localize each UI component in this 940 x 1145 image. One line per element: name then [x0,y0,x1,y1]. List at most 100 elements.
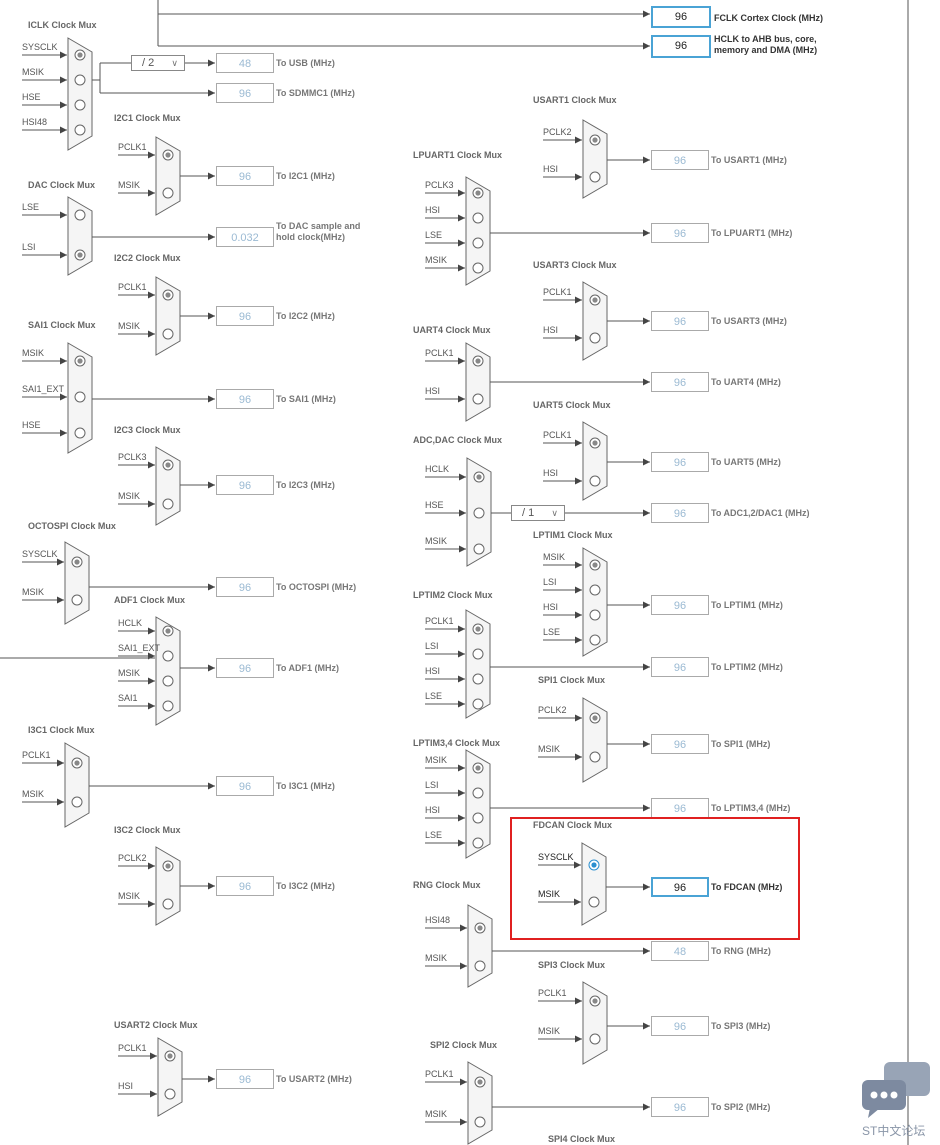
mux-spi1-value-0[interactable]: 96 [651,734,709,754]
mux-usart1-value-0[interactable]: 96 [651,150,709,170]
mux-iclk-value-0[interactable]: 48 [216,53,274,73]
mux-i2c1-radio-msik[interactable] [162,187,174,199]
mux-i2c3-value-0[interactable]: 96 [216,475,274,495]
mux-iclk-radio-msik[interactable] [74,74,86,86]
mux-dac-value-0[interactable]: 0.032 [216,227,274,247]
mux-usart3-value-0[interactable]: 96 [651,311,709,331]
mux-usart2-radio-hsi[interactable] [164,1088,176,1100]
mux-lptim1-radio-lse[interactable] [589,634,601,646]
arrow-head [60,51,67,59]
mux-iclk-title: ICLK Clock Mux [28,20,97,30]
mux-spi3-value-0[interactable]: 96 [651,1016,709,1036]
mux-adf1-radio-sai1[interactable] [162,700,174,712]
mux-adc-dac-radio-msik[interactable] [473,543,485,555]
mux-i3c1-value-0[interactable]: 96 [216,776,274,796]
mux-lptim1-value-0[interactable]: 96 [651,595,709,615]
mux-i2c1-value-0[interactable]: 96 [216,166,274,186]
mux-lptim2-body [465,609,491,719]
mux-i2c3-radio-msik[interactable] [162,498,174,510]
mux-lptim2-radio-lse[interactable] [472,698,484,710]
mux-uart4-body [465,342,491,422]
mux-fdcan-value-0[interactable]: 96 [651,877,709,897]
top-output-value-0[interactable]: 96 [651,6,711,28]
mux-i3c2-input-pclk2: PCLK2 [118,853,147,863]
mux-lptim2-radio-hsi[interactable] [472,673,484,685]
mux-lpuart1-input-pclk3: PCLK3 [425,180,454,190]
mux-uart5-radio-hsi[interactable] [589,475,601,487]
mux-lptim3-4-value-0[interactable]: 96 [651,798,709,818]
mux-sai1-value-0[interactable]: 96 [216,389,274,409]
arrow-head [208,172,215,180]
mux-usart3-radio-hsi[interactable] [589,332,601,344]
mux-sai1-title: SAI1 Clock Mux [28,320,96,330]
mux-sai1-radio-sai1-ext[interactable] [74,391,86,403]
mux-lptim3-4-input-hsi: HSI [425,805,441,815]
mux-uart5-value-0[interactable]: 96 [651,452,709,472]
mux-lptim3-4-input-msik: MSIK [425,755,448,765]
mux-iclk-radio-hsi48[interactable] [74,124,86,136]
mux-lpuart1-radio-hsi[interactable] [472,212,484,224]
mux-spi2-radio-msik[interactable] [474,1116,486,1128]
mux-rng-radio-msik[interactable] [474,960,486,972]
mux-spi1-radio-msik[interactable] [589,751,601,763]
mux-uart4-radio-hsi[interactable] [472,393,484,405]
mux-adf1-value-0[interactable]: 96 [216,658,274,678]
mux-i3c1-body [64,742,90,828]
mux-sai1-radio-hse[interactable] [74,427,86,439]
mux-lptim1-input-lse: LSE [543,627,561,637]
mux-adc-dac-radio-hse[interactable] [473,507,485,519]
mux-lpuart1-radio-msik[interactable] [472,262,484,274]
mux-lpuart1-radio-lse[interactable] [472,237,484,249]
mux-octospi-value-0[interactable]: 96 [216,577,274,597]
mux-uart4-output-label-0: To UART4 (MHz) [711,377,781,387]
chat-bubble-icon[interactable] [858,1060,932,1118]
mux-usart1-radio-hsi[interactable] [589,171,601,183]
mux-lpuart1-title: LPUART1 Clock Mux [413,150,503,160]
mux-i2c2-value-0[interactable]: 96 [216,306,274,326]
mux-lptim3-4-radio-hsi[interactable] [472,812,484,824]
mux-iclk-input-hsi48: HSI48 [22,117,48,127]
mux-spi2-value-0[interactable]: 96 [651,1097,709,1117]
mux-adc-dac-value-0[interactable]: 96 [651,503,709,523]
mux-usart2-value-0[interactable]: 96 [216,1069,274,1089]
mux-adf1-title: ADF1 Clock Mux [114,595,186,605]
mux-octospi-output-label-0: To OCTOSPI (MHz) [276,582,357,592]
mux-i3c1-radio-msik[interactable] [71,796,83,808]
mux-lptim1-radio-lsi[interactable] [589,584,601,596]
mux-dac-radio-lse[interactable] [74,209,86,221]
arrow-head [459,473,466,481]
mux-lptim3-4-radio-lse[interactable] [472,837,484,849]
mux-i3c2-radio-msik[interactable] [162,898,174,910]
mux-lpuart1-value-0[interactable]: 96 [651,223,709,243]
chevron-down-icon: ∨ [551,508,558,518]
mux-iclk-divider-select[interactable]: / 2∨ [131,55,185,71]
mux-rng-value-0[interactable]: 48 [651,941,709,961]
arrow-head [643,947,650,955]
mux-i3c2-value-0[interactable]: 96 [216,876,274,896]
mux-octospi-radio-msik[interactable] [71,594,83,606]
mux-lpuart1-input-hsi: HSI [425,205,441,215]
mux-spi2-radio-dot [477,1079,483,1085]
top-output-value-1[interactable]: 96 [651,35,711,58]
mux-lptim1-radio-hsi[interactable] [589,609,601,621]
mux-lptim1-input-lsi: LSI [543,577,557,587]
mux-iclk-value-1[interactable]: 96 [216,83,274,103]
mux-i3c1-title: I3C1 Clock Mux [28,725,95,735]
mux-adf1-radio-msik[interactable] [162,675,174,687]
arrow-head [458,214,465,222]
mux-lptim1-input-hsi: HSI [543,602,559,612]
mux-spi3-radio-msik[interactable] [589,1033,601,1045]
arrow-head [643,740,650,748]
mux-lptim3-4-radio-lsi[interactable] [472,787,484,799]
mux-fdcan-radio-msik[interactable] [588,896,600,908]
mux-usart3-output-label-0: To USART3 (MHz) [711,316,787,326]
mux-i2c2-radio-msik[interactable] [162,328,174,340]
mux-fdcan-input-msik: MSIK [538,889,561,899]
mux-lptim2-radio-lsi[interactable] [472,648,484,660]
mux-iclk-radio-hse[interactable] [74,99,86,111]
mux-adc-dac-divider-select[interactable]: / 1∨ [511,505,565,521]
mux-adf1-radio-sai1-ext[interactable] [162,650,174,662]
mux-uart4-value-0[interactable]: 96 [651,372,709,392]
arrow-head [148,189,155,197]
mux-lptim2-value-0[interactable]: 96 [651,657,709,677]
